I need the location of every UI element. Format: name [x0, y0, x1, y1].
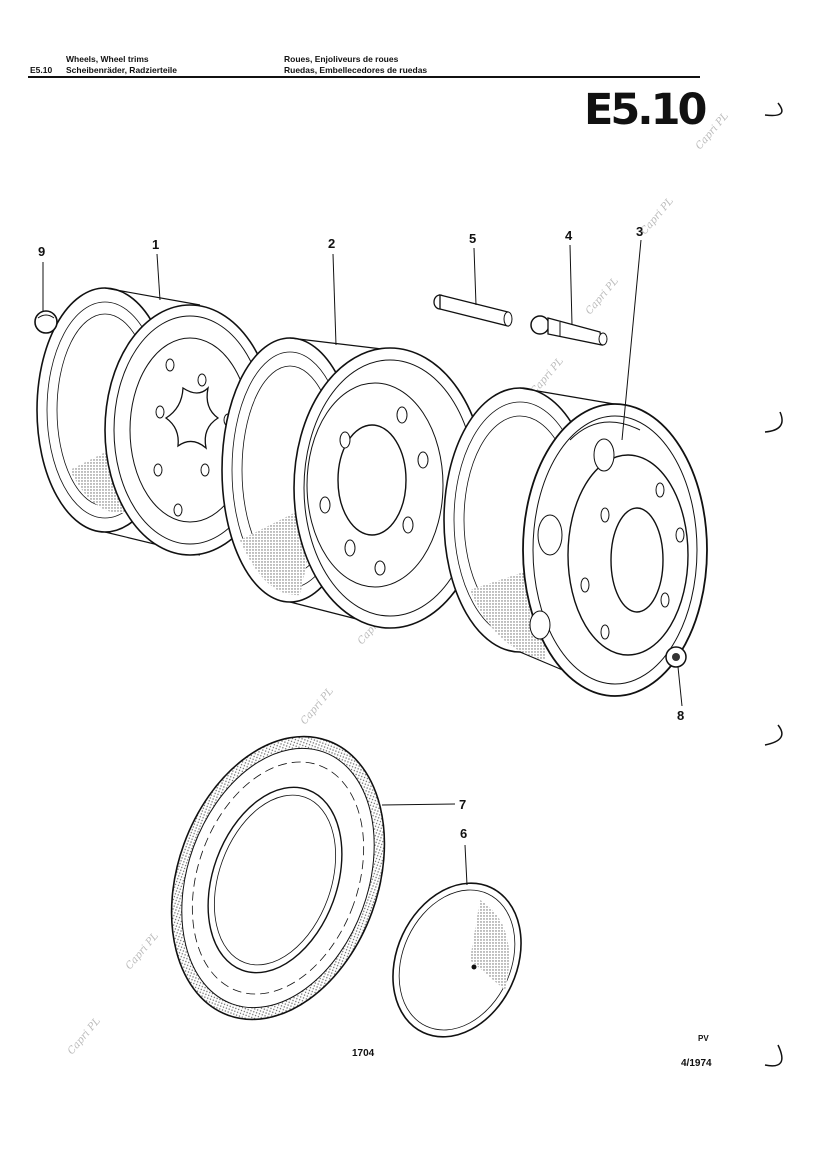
callout-7: 7: [459, 797, 466, 812]
callout-5: 5: [469, 231, 476, 246]
callout-2: 2: [328, 236, 335, 251]
part-7-trim-ring: [170, 735, 386, 1021]
callout-3: 3: [636, 224, 643, 239]
watermark-text: Capri PL: [66, 1015, 103, 1056]
part-3-wheel: [443, 387, 708, 697]
callout-6: 6: [460, 826, 467, 841]
edition-code: PV: [698, 1034, 709, 1043]
part-2-wheel: [221, 337, 487, 629]
watermark-text: Capri PL: [124, 930, 161, 971]
illustration-number: 1704: [352, 1048, 375, 1059]
part-8-nut: [665, 646, 687, 668]
callout-8: 8: [677, 708, 684, 723]
part-4-valve: [530, 315, 608, 346]
title-es: Ruedas, Embellecedores de ruedas: [284, 65, 428, 75]
watermark-text: Capri PL: [639, 195, 676, 236]
section-code-large: E5.10: [584, 85, 707, 135]
title-en: Wheels, Wheel trims: [66, 54, 149, 64]
callout-1: 1: [152, 237, 159, 252]
watermark-text: Capri PL: [299, 685, 336, 726]
part-9-cap: [34, 310, 58, 334]
title-de: Scheibenräder, Radzierteile: [66, 65, 178, 75]
leader-lines: [42, 239, 683, 886]
header-rule: [28, 76, 700, 78]
revision-date: 4/1974: [681, 1058, 712, 1069]
section-code-small: E5.10: [30, 65, 53, 75]
watermark-text: Capri PL: [584, 275, 621, 316]
watermark-text: Capri PL: [694, 110, 731, 151]
part-5-pin: [433, 294, 513, 327]
callout-9: 9: [38, 244, 45, 259]
title-fr: Roues, Enjoliveurs de roues: [284, 54, 399, 64]
part-6-hub-cap: [392, 882, 522, 1038]
callout-4: 4: [565, 228, 573, 243]
binder-marks: [764, 102, 783, 1067]
